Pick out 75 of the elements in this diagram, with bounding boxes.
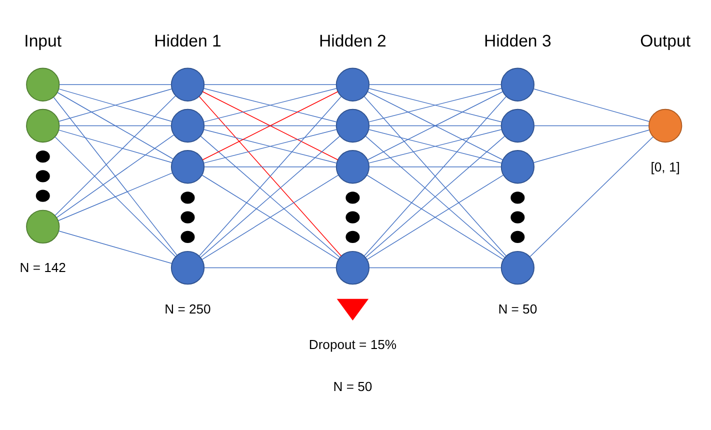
- label: N = 142: [20, 260, 66, 276]
- node-circle: [500, 108, 534, 143]
- label: N = 250: [164, 301, 211, 316]
- connector: [54, 136, 176, 258]
- node-label: Dropout = 15%: [308, 336, 396, 352]
- node-dot: [36, 170, 50, 182]
- connector: [53, 96, 178, 256]
- connector: [58, 172, 173, 221]
- node-dot: [346, 192, 360, 204]
- node-dot: [180, 192, 195, 204]
- node-circle: [500, 250, 534, 285]
- connector: [534, 125, 650, 126]
- label: N = 50: [498, 301, 538, 316]
- connector: [59, 125, 172, 126]
- node-dot: [180, 211, 195, 224]
- connector: [204, 267, 337, 268]
- node-circle: [170, 108, 205, 143]
- node-dot: [36, 190, 50, 202]
- connector: [530, 136, 654, 258]
- node-circle: [336, 250, 370, 285]
- connector: [58, 230, 172, 264]
- connector: [199, 96, 342, 256]
- connector: [368, 267, 502, 268]
- connector: [203, 88, 338, 122]
- connector: [368, 166, 502, 168]
- node-circle: [500, 68, 534, 102]
- node-dot: [346, 211, 360, 224]
- connector: [54, 95, 176, 216]
- connector: [202, 174, 339, 260]
- connector: [57, 92, 174, 160]
- node-circle: [26, 210, 60, 244]
- node-circle: [26, 108, 60, 143]
- node-circle: [648, 108, 682, 143]
- connector: [204, 166, 337, 168]
- node-dot: [510, 211, 525, 224]
- node-circle: [336, 150, 370, 184]
- label: Hidden 1: [154, 32, 222, 51]
- node-label: [0, 1]: [650, 159, 680, 174]
- connector: [200, 136, 340, 258]
- label: N = 50: [333, 378, 372, 394]
- connector: [58, 130, 172, 163]
- label: Output: [640, 32, 691, 51]
- connector: [368, 88, 502, 122]
- connector: [368, 125, 502, 126]
- connector: [533, 130, 650, 163]
- node-circle: [170, 150, 205, 184]
- connector: [367, 91, 504, 160]
- connector: [202, 91, 338, 160]
- connector: [364, 96, 507, 256]
- connector: [203, 129, 338, 164]
- node-circle: [500, 150, 534, 184]
- connector: [533, 88, 650, 122]
- node-circle: [26, 68, 60, 102]
- node-dot: [36, 150, 50, 163]
- node-circle: [170, 68, 205, 102]
- connector: [204, 84, 337, 85]
- connector: [58, 88, 172, 122]
- label: Input: [24, 32, 62, 51]
- node-arrow: [336, 298, 369, 320]
- node-dot: [346, 230, 360, 244]
- connector: [56, 134, 174, 218]
- connector: [204, 125, 337, 126]
- node-circle: [336, 108, 370, 143]
- node-dot: [510, 230, 525, 244]
- connector: [368, 129, 502, 164]
- node-circle: [170, 250, 205, 285]
- node-dot: [510, 192, 525, 204]
- label: Hidden 3: [484, 32, 552, 51]
- node-circle: [336, 68, 370, 102]
- connector: [366, 174, 504, 260]
- label: Hidden 2: [319, 32, 386, 51]
- node-dot: [180, 230, 195, 244]
- connector: [368, 84, 502, 85]
- connector: [365, 136, 506, 258]
- connector: [59, 84, 172, 85]
